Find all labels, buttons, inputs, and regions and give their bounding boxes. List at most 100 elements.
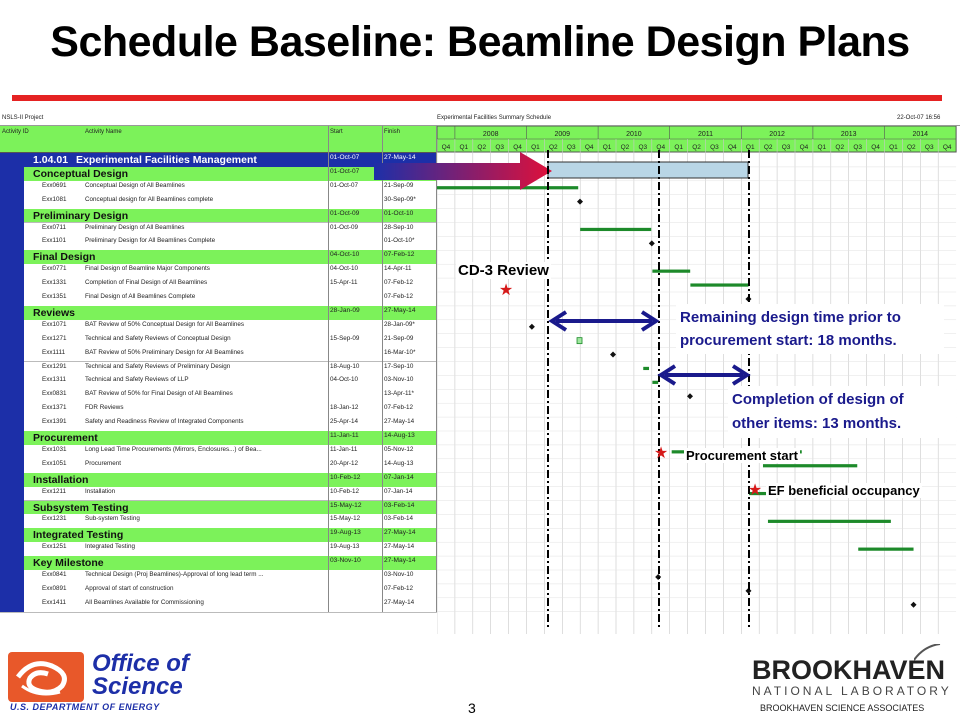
finish-date: 17-Sep-10 xyxy=(384,362,414,370)
quarter-label: Q4 xyxy=(656,144,665,151)
column-divider xyxy=(436,126,437,612)
year-label: 2008 xyxy=(483,131,499,138)
completion-design-line1: Completion of design of xyxy=(732,391,904,408)
bnl-logo: BROOKHAVEN NATIONAL LABORATORY xyxy=(752,644,952,698)
start-date: 11-Jan-11 xyxy=(330,445,358,453)
remaining-design-line1: Remaining design time prior to xyxy=(680,309,901,326)
finish-date: 03-Nov-10 xyxy=(384,571,414,578)
start-date: 04-Oct-10 xyxy=(330,265,358,273)
activity-name: FDR Reviews xyxy=(85,404,124,412)
year-label: 2011 xyxy=(698,131,713,138)
finish-date: 27-May-14 xyxy=(384,598,415,606)
activity-id: Exx1311 xyxy=(42,376,67,384)
quarter-label: Q4 xyxy=(943,144,952,151)
activity-id: Exx1051 xyxy=(42,459,67,467)
milestone-diamond xyxy=(910,601,917,608)
remaining-design-arrow xyxy=(548,310,660,332)
start-date: 11-Jan-11 xyxy=(330,432,359,439)
activity-name: BAT Review of 50% for Final Design of Al… xyxy=(85,390,233,398)
activity-name: All Beamlines Available for Commissionin… xyxy=(85,598,204,606)
wbs-indent-strip xyxy=(0,153,24,612)
group-name: Integrated Testing xyxy=(33,529,124,542)
completion-design-callout: Completion of design of other items: 13 … xyxy=(728,386,956,438)
quarter-label: Q3 xyxy=(782,144,791,151)
activity-id: Exx1071 xyxy=(42,320,67,328)
gantt-bar xyxy=(652,380,659,384)
finish-date: 27-May-14 xyxy=(384,154,416,161)
year-label: 2010 xyxy=(626,131,642,138)
group-name: Subsystem Testing xyxy=(33,501,129,514)
activity-name: Preliminary Design for All Beamlines Com… xyxy=(85,237,216,245)
start-date: 01-Oct-09 xyxy=(330,223,358,231)
quarter-label: Q3 xyxy=(710,144,719,151)
gantt-bar xyxy=(767,519,891,523)
year-label: 2014 xyxy=(913,131,929,138)
column-divider xyxy=(328,126,329,612)
quarter-label: Q2 xyxy=(692,144,701,151)
activity-id: Exx0711 xyxy=(42,223,67,231)
procurement-start-label: Procurement start xyxy=(684,448,800,463)
start-date: 04-Oct-10 xyxy=(330,376,358,384)
column-header: Activity ID Activity Name Start Finish xyxy=(0,126,437,153)
bnl-subtitle: NATIONAL LABORATORY xyxy=(752,684,952,698)
activity-name: Sub-system Testing xyxy=(85,515,140,523)
activity-id: Exx1391 xyxy=(42,418,67,426)
activity-name: Conceptual Design of All Beamlines xyxy=(85,181,185,189)
office-of-science-text: Office of Science xyxy=(92,652,189,699)
activity-id: Exx1101 xyxy=(42,237,67,245)
doe-swirl-icon xyxy=(8,652,84,702)
finish-date: 03-Feb-14 xyxy=(384,501,415,509)
gantt-bar xyxy=(652,269,691,273)
start-date: 01-Oct-07 xyxy=(330,154,360,161)
finish-date: 27-May-14 xyxy=(384,306,416,314)
activity-id: Exx1111 xyxy=(42,348,66,356)
remaining-design-callout: Remaining design time prior to procureme… xyxy=(676,304,944,354)
report-date: 22-Oct-07 16:56 xyxy=(897,115,941,121)
finish-date: 21-Sep-09 xyxy=(384,181,414,189)
year-label: 2009 xyxy=(555,131,571,138)
start-date: 15-May-12 xyxy=(330,501,362,509)
activity-id: Exx1231 xyxy=(42,515,67,523)
activity-name: Integrated Testing xyxy=(85,543,135,551)
activity-id: Exx0771 xyxy=(42,265,67,273)
quarter-label: Q1 xyxy=(818,144,827,151)
cd3-review-label: CD-3 Review xyxy=(456,262,551,279)
quarter-label: Q1 xyxy=(674,144,683,151)
wbs-id: 1.04.01 xyxy=(33,154,69,166)
activity-name: Installation xyxy=(85,487,116,495)
start-date: 01-Oct-07 xyxy=(330,181,358,189)
cd3-star-icon: ★ xyxy=(499,280,513,299)
finish-date: 07-Feb-12 xyxy=(384,584,414,592)
gantt-bar xyxy=(437,186,579,190)
activity-id: Exx1371 xyxy=(42,404,67,412)
milestone-diamond xyxy=(686,393,693,400)
remaining-design-line2: procurement start: 18 months. xyxy=(680,332,897,349)
activity-id: Exx1031 xyxy=(42,445,67,453)
completion-design-arrow xyxy=(657,364,751,386)
start-date: 25-Apr-14 xyxy=(330,418,359,426)
bnl-swoosh-icon xyxy=(914,644,941,661)
finish-date: 07-Jan-14 xyxy=(384,487,413,495)
milestone-diamond xyxy=(528,323,535,330)
finish-date: 05-Nov-12 xyxy=(384,445,414,453)
col-finish: Finish xyxy=(384,129,401,135)
finish-date: 27-May-14 xyxy=(384,418,415,426)
activity-name: BAT Review of 50% Preliminary Design for… xyxy=(85,348,244,356)
gantt-bar xyxy=(858,547,914,551)
start-date: 10-Feb-12 xyxy=(330,487,360,495)
start-date: 10-Feb-12 xyxy=(330,473,361,481)
start-date: 15-May-12 xyxy=(330,515,361,523)
quarter-label: Q2 xyxy=(835,144,844,151)
col-activity-id: Activity ID xyxy=(2,129,29,135)
gantt-bar xyxy=(690,283,749,287)
activity-name: Approval of start of construction xyxy=(85,584,174,592)
quarter-label: Q4 xyxy=(728,144,737,151)
doe-label: U.S. DEPARTMENT OF ENERGY xyxy=(10,702,160,712)
quarter-label: Q4 xyxy=(800,144,809,151)
bsa-label: BROOKHAVEN SCIENCE ASSOCIATES xyxy=(760,703,925,713)
